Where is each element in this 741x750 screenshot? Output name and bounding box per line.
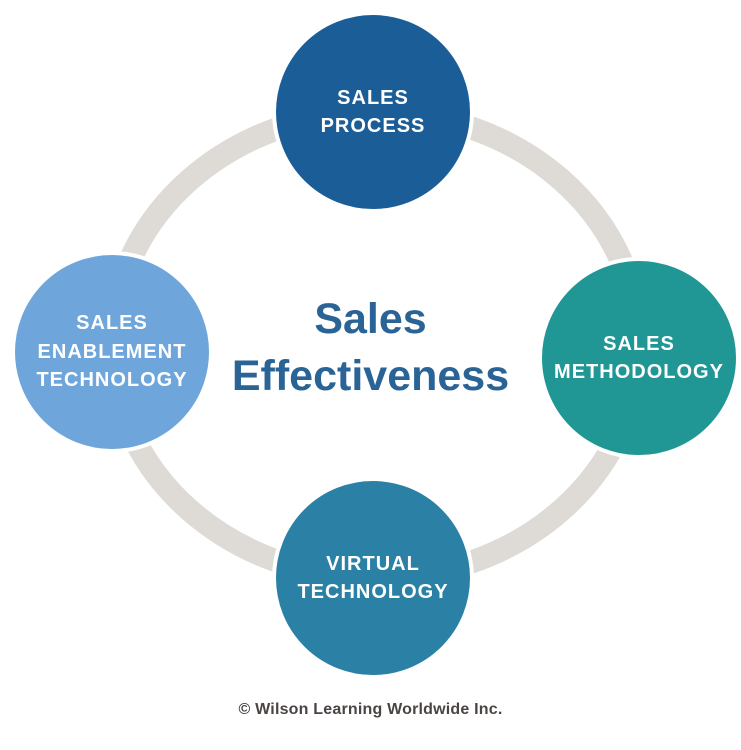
node-label-line: ENABLEMENT [37, 340, 187, 363]
node-label-line: TECHNOLOGY [297, 581, 449, 603]
center-title-line: Sales [314, 295, 427, 343]
node-sales-methodology-label: SALES METHODOLOGY [554, 330, 724, 387]
node-label-line: SALES [337, 86, 409, 109]
node-sales-process: SALES PROCESS [272, 11, 474, 213]
node-sales-process-label: SALES PROCESS [321, 84, 426, 141]
node-label-line: VIRTUAL [326, 552, 420, 575]
node-sales-enablement-technology: SALES ENABLEMENT TECHNOLOGY [11, 251, 213, 453]
node-virtual-technology-label: VIRTUAL TECHNOLOGY [297, 550, 448, 607]
node-sales-methodology: SALES METHODOLOGY [538, 257, 740, 459]
node-label-line: METHODOLOGY [554, 361, 724, 383]
node-label-line: PROCESS [320, 115, 426, 137]
node-label-line: TECHNOLOGY [36, 369, 188, 392]
node-sales-enablement-technology-label: SALES ENABLEMENT TECHNOLOGY [36, 309, 187, 394]
center-title: Sales Effectiveness [0, 291, 741, 405]
node-label-line: SALES [76, 312, 148, 335]
copyright-text: © Wilson Learning Worldwide Inc. [238, 701, 503, 718]
node-virtual-technology: VIRTUAL TECHNOLOGY [272, 477, 474, 679]
node-label-line: SALES [603, 332, 675, 355]
center-title-line: Effectiveness [231, 352, 510, 401]
